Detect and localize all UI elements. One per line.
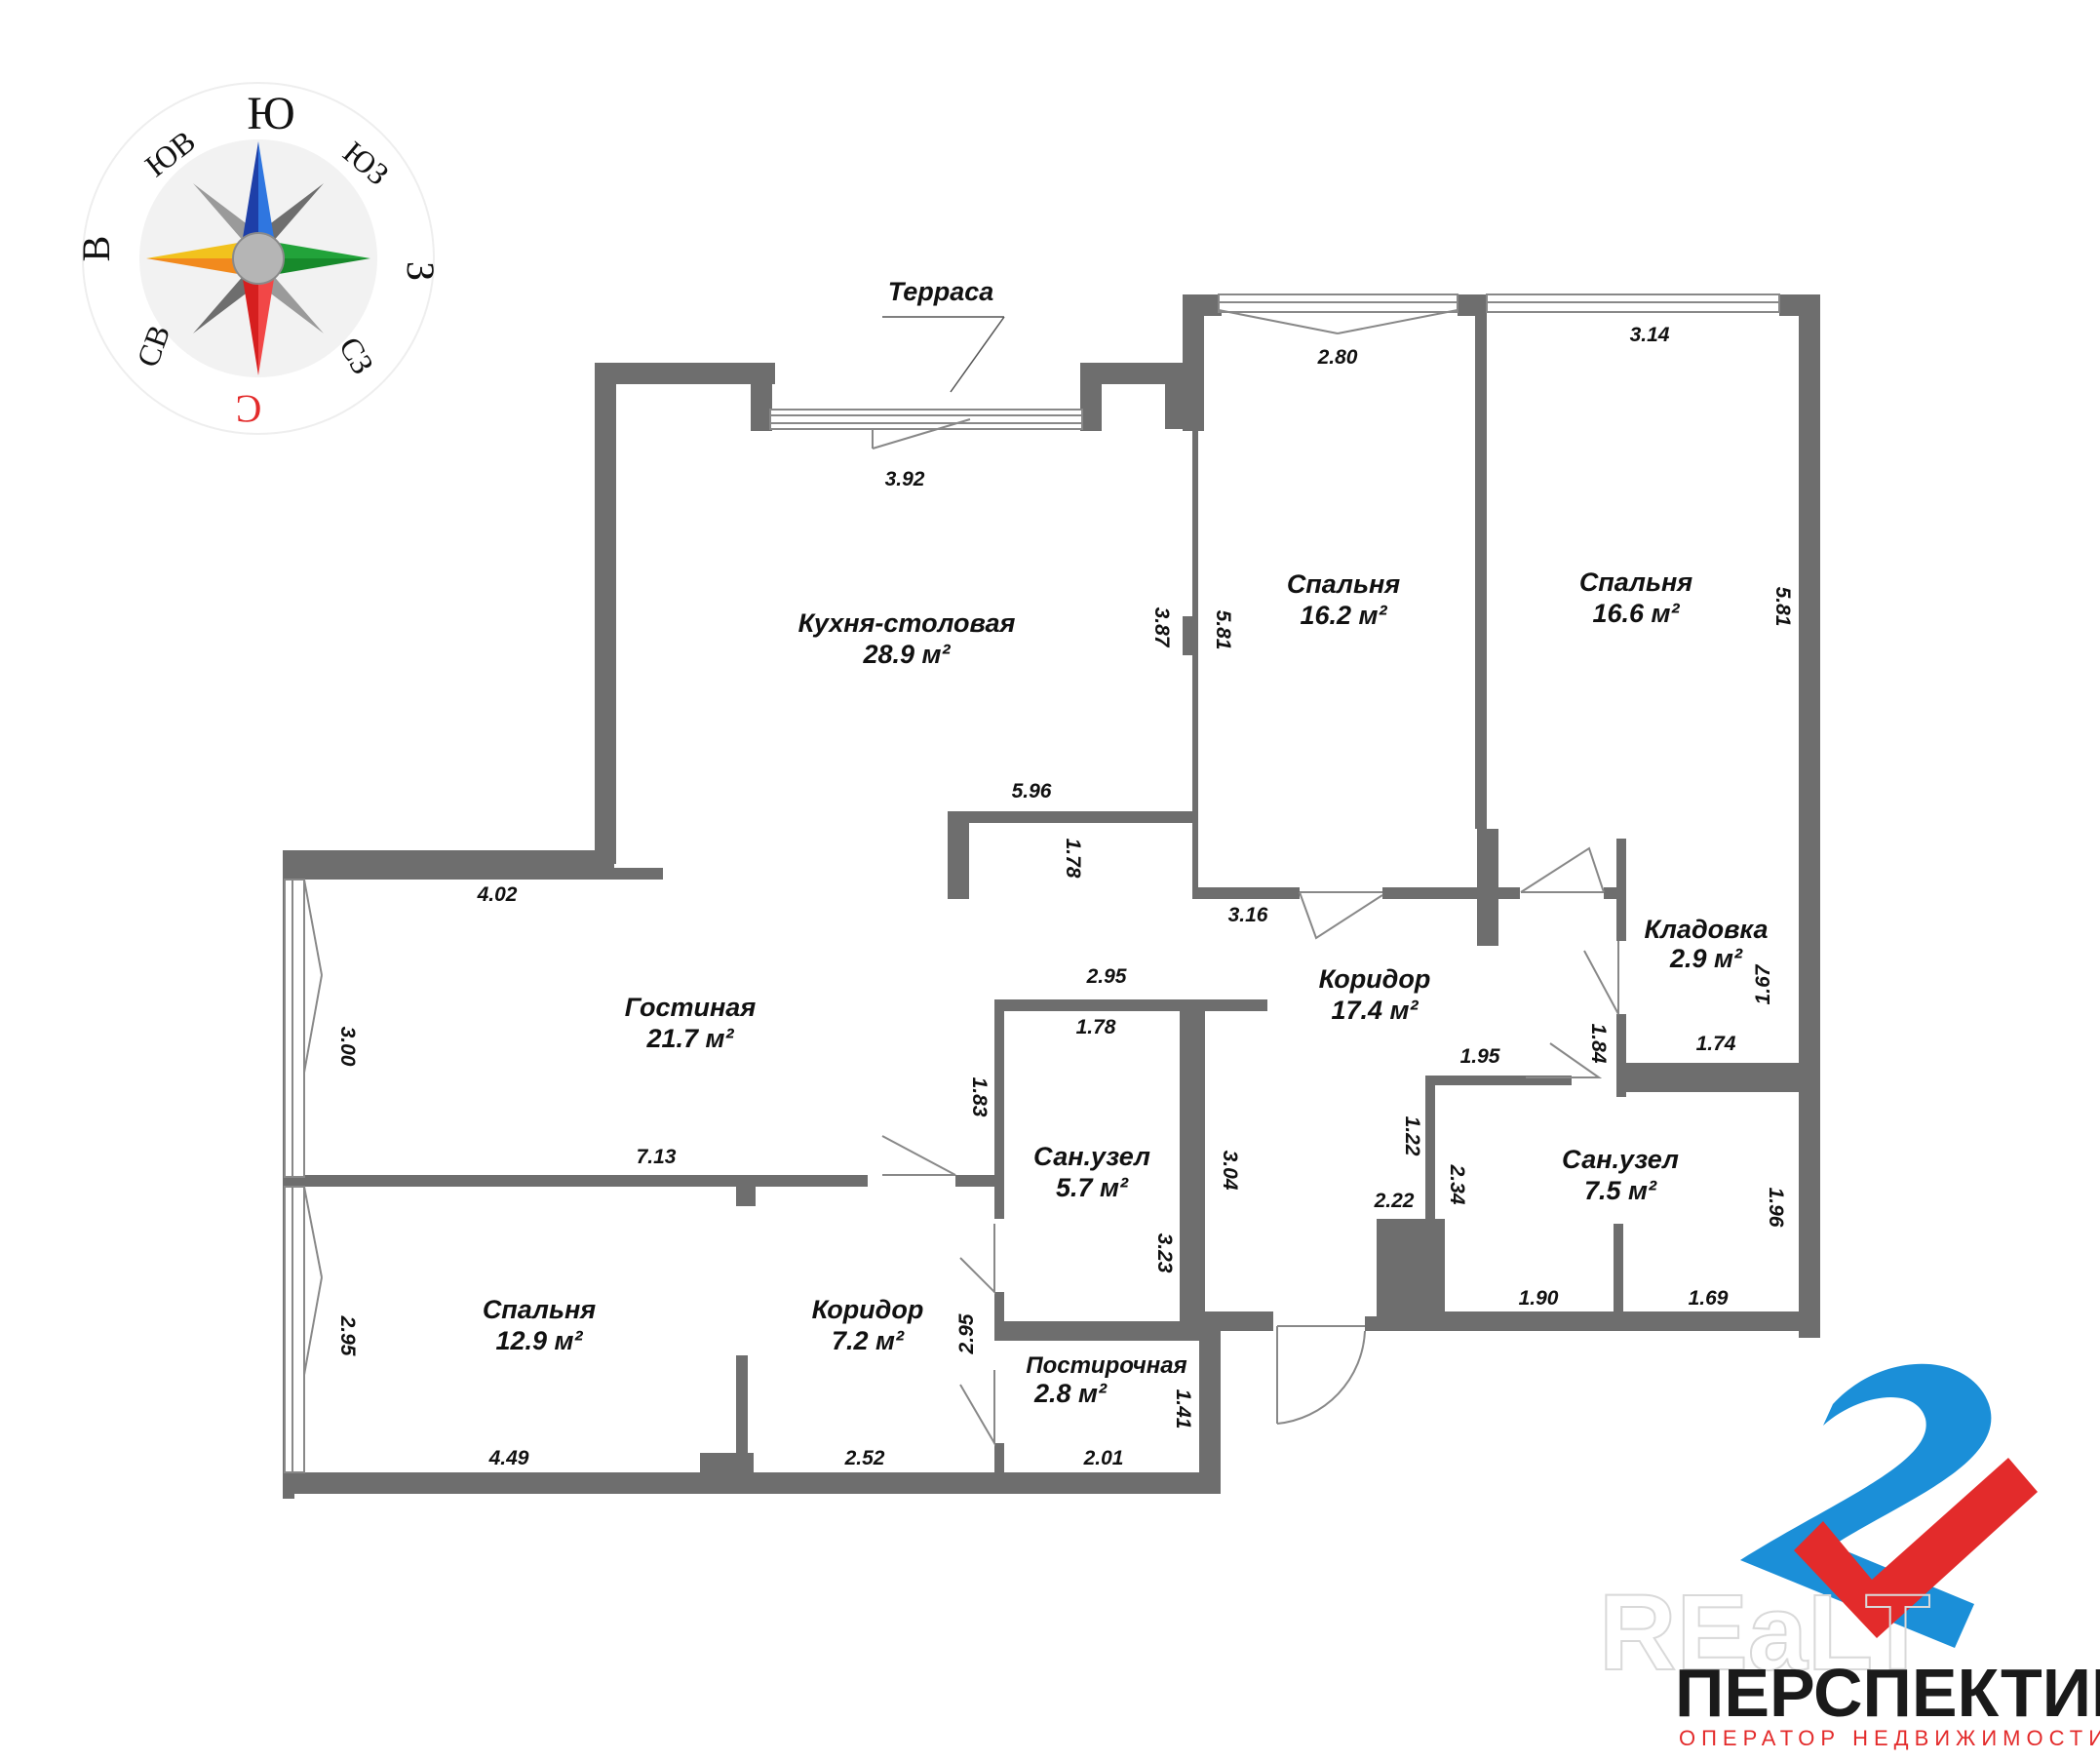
dimension-label: 1.95 <box>1460 1045 1500 1068</box>
dimension-label: 1.96 <box>1765 1188 1787 1228</box>
dimension-label: 1.78 <box>1062 839 1084 879</box>
room-bathroom-1: Сан.узел 5.7 м² <box>1033 1142 1150 1202</box>
logo-2-mark <box>1740 1363 1992 1648</box>
room-bathroom-2: Сан.узел 7.5 м² <box>1562 1145 1679 1205</box>
room-living: Гостиная 21.7 м² <box>625 993 757 1053</box>
room-area: 12.9 м² <box>495 1326 583 1355</box>
dimension-label: 1.69 <box>1689 1287 1729 1310</box>
room-laundry: Постирочная 2.8 м² <box>1026 1352 1186 1408</box>
dimension-label: 3.00 <box>336 1027 359 1067</box>
logo-check-mark <box>1794 1458 2038 1638</box>
company-logo: REaLT ПЕРСПЕКТИВА ОПЕРАТОР НЕДВИЖИМОСТИ <box>1598 1363 2100 1750</box>
dimension-label: 3.04 <box>1219 1151 1241 1191</box>
room-bedroom-3: Спальня 12.9 м² <box>483 1295 596 1355</box>
dimension-label: 1.90 <box>1519 1287 1559 1310</box>
room-name: Кладовка <box>1645 915 1769 944</box>
compass-east-label: В <box>74 236 118 262</box>
dimension-label: 1.22 <box>1401 1116 1423 1156</box>
brand-name: ПЕРСПЕКТИВА <box>1675 1655 2100 1731</box>
room-area: 5.7 м² <box>1056 1173 1129 1202</box>
dimension-label: 2.01 <box>1083 1447 1124 1469</box>
dimension-label: 4.02 <box>477 883 518 906</box>
dimension-label: 2.52 <box>844 1447 885 1469</box>
room-name: Гостиная <box>625 993 757 1022</box>
dimension-label: 7.13 <box>637 1146 677 1168</box>
room-area: 2.9 м² <box>1669 944 1743 973</box>
room-name: Кухня-столовая <box>798 608 1016 638</box>
room-area: 7.2 м² <box>832 1326 905 1355</box>
room-corridor-small: Коридор 7.2 м² <box>812 1295 924 1355</box>
doors <box>881 846 1619 1447</box>
compass-west-label: З <box>399 261 443 281</box>
dimension-label: 2.80 <box>1317 346 1358 369</box>
dimension-label: 2.95 <box>1086 965 1127 988</box>
room-name: Спальня <box>483 1295 596 1324</box>
room-kitchen: Кухня-столовая 28.9 м² <box>798 608 1016 669</box>
room-bedroom-2: Спальня 16.6 м² <box>1579 567 1692 628</box>
room-name: Сан.узел <box>1562 1145 1679 1174</box>
dimension-label: 3.16 <box>1228 904 1268 926</box>
realt-watermark: REaLT <box>1599 1573 1930 1693</box>
dimension-label: 1.67 <box>1752 963 1774 1004</box>
room-bedroom-1: Спальня 16.2 м² <box>1287 569 1400 630</box>
windows <box>284 294 1780 1473</box>
terrace: Терраса <box>882 277 1005 393</box>
dimension-label: 5.96 <box>1012 780 1052 802</box>
dimension-label: 3.23 <box>1153 1233 1176 1273</box>
room-name: Сан.узел <box>1033 1142 1150 1171</box>
dimension-label: 3.14 <box>1630 324 1670 346</box>
dimension-label: 2.95 <box>955 1313 978 1354</box>
dimension-label: 1.83 <box>968 1077 991 1117</box>
dimension-label: 3.87 <box>1150 607 1173 648</box>
room-area: 21.7 м² <box>645 1024 734 1053</box>
compass-north-label: С <box>236 387 262 431</box>
room-area: 17.4 м² <box>1331 996 1419 1025</box>
terrace-label: Терраса <box>888 277 994 306</box>
brand-tagline: ОПЕРАТОР НЕДВИЖИМОСТИ <box>1679 1726 2100 1750</box>
dimension-label: 1.78 <box>1076 1016 1116 1038</box>
room-labels: Кухня-столовая 28.9 м² Спальня 16.2 м² С… <box>483 567 1769 1408</box>
room-name: Постирочная <box>1026 1352 1186 1379</box>
dimension-label: 2.95 <box>336 1315 359 1356</box>
dimension-labels: 3.92 2.80 3.14 3.87 5.81 5.81 5.96 1.78 … <box>336 324 1794 1469</box>
compass-south-label: Ю <box>247 88 294 139</box>
room-name: Спальня <box>1287 569 1400 599</box>
dimension-label: 3.92 <box>885 468 925 490</box>
dimension-label: 1.84 <box>1587 1024 1610 1064</box>
dimension-label: 5.81 <box>1212 610 1234 650</box>
room-area: 7.5 м² <box>1584 1176 1657 1205</box>
dimension-label: 2.22 <box>1374 1190 1415 1212</box>
room-name: Коридор <box>812 1295 924 1324</box>
room-corridor-main: Коридор 17.4 м² <box>1319 964 1431 1025</box>
room-area: 28.9 м² <box>862 640 951 669</box>
dimension-label: 4.49 <box>488 1447 529 1469</box>
room-area: 16.2 м² <box>1300 601 1387 630</box>
room-storage: Кладовка 2.9 м² <box>1645 915 1769 973</box>
dimension-label: 1.41 <box>1172 1389 1194 1429</box>
room-name: Коридор <box>1319 964 1431 994</box>
room-name: Спальня <box>1579 567 1692 597</box>
dimension-label: 2.34 <box>1446 1164 1468 1205</box>
dimension-label: 1.74 <box>1696 1033 1736 1055</box>
room-area: 16.6 м² <box>1592 599 1680 628</box>
room-area: 2.8 м² <box>1033 1379 1108 1408</box>
dimension-label: 5.81 <box>1771 587 1794 627</box>
compass-rose: Ю ЮВ ЮЗ В З СВ СЗ С <box>74 82 443 435</box>
